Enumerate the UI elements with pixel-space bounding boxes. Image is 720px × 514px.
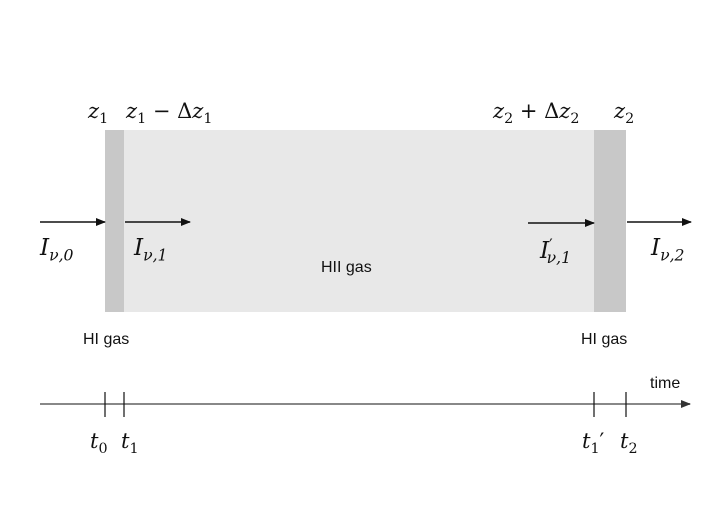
label-hii-gas: HII gas [321,259,372,276]
label-t1: t1 [121,429,139,457]
label-i-nu-1-prime: I′ν,1 [540,235,572,268]
label-z2-plus-dz2: z2 + Δz2 [493,99,580,127]
label-i-nu-1: Iν,1 [134,235,168,265]
label-i-nu-2: Iν,2 [651,235,685,265]
label-time-axis: time [650,375,681,392]
label-t2: t2 [620,429,638,457]
label-i-nu-0: Iν,0 [40,235,74,265]
hii-gas-region [124,130,594,312]
label-z1: z1 [88,99,109,127]
label-hi-gas-left: HI gas [83,331,130,348]
label-hi-gas-right: HI gas [581,331,628,348]
hi-boundary-right [594,130,626,312]
label-t0: t0 [90,429,108,457]
label-z2: z2 [614,99,635,127]
label-z1-minus-dz1: z1 − Δz1 [126,99,213,127]
hi-boundary-left [105,130,124,312]
label-t1-prime: t1′ [582,429,605,457]
